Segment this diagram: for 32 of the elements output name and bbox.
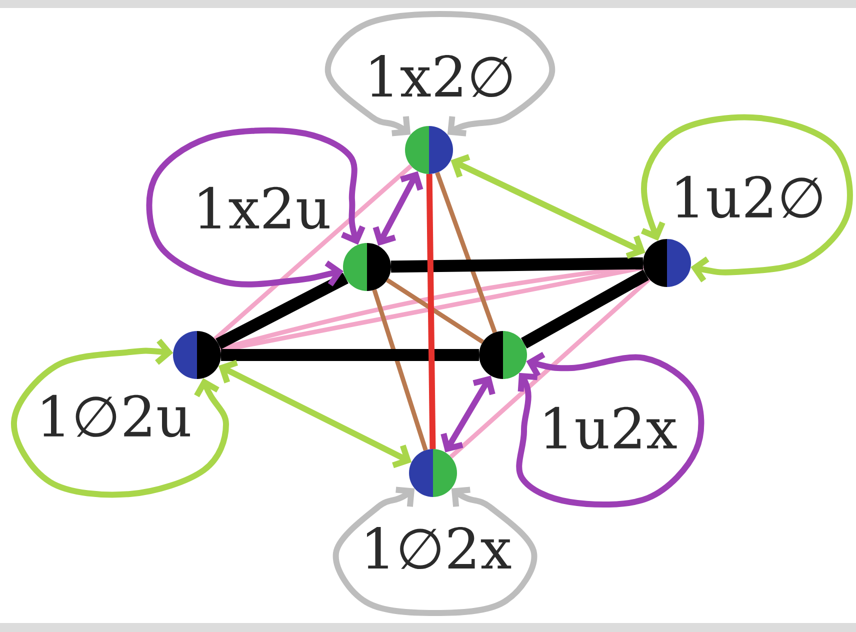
split-dot bbox=[405, 126, 453, 174]
loop-arrow bbox=[332, 486, 538, 616]
connecting-line bbox=[521, 270, 650, 348]
dot-label: 1x2∅ bbox=[371, 54, 512, 98]
connecting-line bbox=[221, 349, 479, 361]
loop-arrow bbox=[516, 352, 704, 508]
loop-arrow bbox=[11, 338, 229, 498]
dot-label: 1x2u bbox=[199, 186, 330, 230]
connecting-line bbox=[216, 272, 348, 350]
double-arrow bbox=[450, 154, 646, 259]
connecting-line bbox=[449, 277, 651, 459]
dot-label: 1∅2x bbox=[367, 526, 512, 570]
loop-arrow bbox=[146, 127, 366, 288]
split-dot bbox=[409, 449, 457, 497]
dot-label: 1∅2u bbox=[42, 394, 190, 438]
connecting-line bbox=[435, 172, 497, 334]
split-dot bbox=[343, 243, 391, 291]
double-arrow bbox=[440, 376, 496, 452]
double-arrow bbox=[218, 360, 412, 468]
connecting-line bbox=[372, 289, 428, 451]
connecting-line bbox=[390, 257, 644, 273]
connecting-line bbox=[386, 278, 484, 344]
split-dot bbox=[643, 239, 691, 287]
dot-label: 1u2∅ bbox=[676, 176, 822, 218]
double-arrow bbox=[372, 171, 424, 246]
split-dot bbox=[479, 331, 527, 379]
loop-arrow bbox=[640, 114, 853, 282]
connecting-line bbox=[426, 174, 436, 450]
split-dot bbox=[173, 331, 221, 379]
loop-arrow bbox=[325, 11, 555, 136]
connecting-line bbox=[214, 164, 412, 341]
dot-label: 1u2x bbox=[545, 406, 677, 450]
